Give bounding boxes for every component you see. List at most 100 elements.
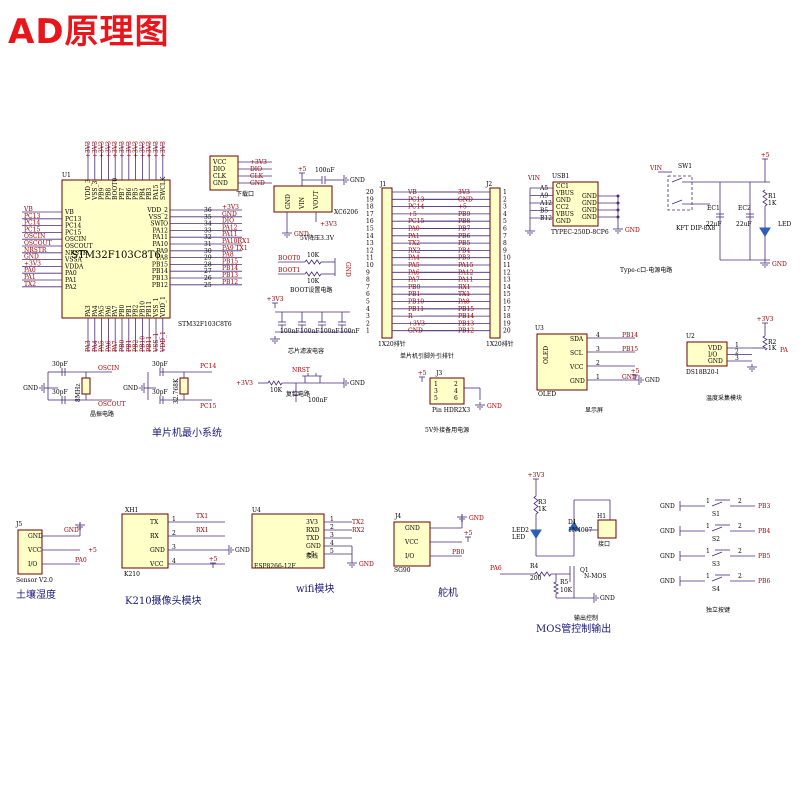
ds18b20-r-ref: R2: [768, 339, 777, 346]
download-net-label: +3V3: [250, 159, 267, 166]
power-net-label: +5: [464, 530, 473, 537]
j1-pin-number: 6: [366, 291, 370, 298]
mos-r5-ref: R5: [560, 579, 569, 586]
usb-ref: USB1: [552, 173, 569, 180]
crystal-cap-value: 30pF: [52, 389, 68, 396]
j1-net-label: PA0: [408, 226, 420, 233]
mcu-net-label: +3V3: [92, 141, 99, 158]
j1-net-label: RX2: [408, 247, 421, 254]
j1-ref: J1: [379, 181, 386, 188]
servo-part: SG90: [394, 567, 411, 574]
servo-body: [393, 521, 431, 567]
j2-net-label: 3V3: [458, 189, 470, 196]
power-switch-contact: [671, 177, 683, 183]
key-pin-number: 1: [706, 498, 710, 505]
main-crystal-frequency: 8MHz: [75, 384, 82, 402]
r1-ref: R1: [768, 193, 776, 200]
j1-pin-number: 16: [366, 218, 374, 225]
rtc-crystal-frequency: 32.768K: [173, 378, 180, 404]
mcu-pin-name: PB0: [119, 305, 126, 317]
key-ref: S2: [712, 536, 720, 543]
mcu-net-label: +3V3: [126, 141, 133, 158]
j1-net-label: PC13: [408, 196, 424, 203]
servo-io-net: PB0: [452, 549, 464, 556]
mcu-pin-number: 34: [204, 221, 212, 228]
mcu-pin-name: OSCOUT: [65, 243, 93, 250]
mcu-net-label: PB13: [222, 272, 238, 279]
mcu-pin-number: 35: [204, 214, 212, 221]
wifi-pin-number: 1: [330, 516, 334, 523]
j2-pin-number: 8: [503, 240, 507, 247]
wifi-pin-name: GND: [306, 543, 321, 550]
usb-pin-name: GND: [556, 197, 571, 204]
crystal-cap-value: 30pF: [52, 361, 68, 368]
j2-net-label: RX1: [458, 284, 471, 291]
j2-pin-number: 19: [503, 320, 511, 327]
mos-h1-ref: H1: [597, 513, 606, 520]
mcu-pin-number: 28: [204, 261, 212, 268]
oled-body: [536, 333, 588, 391]
power-net-label: +5: [418, 370, 427, 377]
ext-pin-number: 2: [454, 381, 458, 388]
soil-pin-name: GND: [28, 533, 43, 540]
k210-pin-number: 1: [172, 516, 176, 523]
j1-pin-number: 20: [366, 189, 374, 196]
rtc-crystal: [179, 377, 189, 395]
power-switch-contact: [671, 199, 683, 205]
mos-r3-value: 1K: [538, 506, 547, 513]
j1-net-label: +5: [408, 211, 417, 218]
regulator-pin-name: GND: [285, 194, 292, 209]
mcu-net-label: PB14: [222, 265, 238, 272]
mcu-net-label: VSS_1: [153, 333, 160, 353]
wifi-net-label: RX2: [352, 527, 365, 534]
wifi-pin-name: TXD: [306, 535, 319, 542]
key-net-label: PB4: [758, 528, 770, 535]
mcu-pin-name: VDDA: [64, 263, 84, 270]
mos-r5-value: 10K: [560, 587, 573, 594]
j1-pin-number: 18: [366, 204, 374, 211]
j2-pin-number: 11: [503, 262, 511, 269]
power-net-label: +3V3: [528, 472, 545, 479]
j2-net-label: PB7: [458, 226, 470, 233]
power-led-label: LED: [778, 221, 791, 228]
mcu-net-label: +3V3: [153, 141, 160, 158]
power-switch-part: KFT DIP-8X8: [676, 225, 716, 232]
mcu-pin-name: PB11: [146, 301, 153, 317]
k210-pin-number: 4: [172, 558, 176, 565]
j2-net-label: PB3: [458, 255, 470, 262]
mcu-pin-name: PB2: [133, 305, 140, 317]
j1-pin-number: 11: [366, 255, 374, 262]
mcu-pin-name: PA15: [153, 184, 160, 200]
wifi-note: 接线: [306, 552, 318, 560]
power-switch-body: [667, 175, 693, 211]
j2-pin-number: 18: [503, 313, 511, 320]
k210-body: [121, 513, 169, 569]
key-gnd-label: GND: [660, 553, 675, 560]
j2-pin-number: 7: [503, 233, 507, 240]
regulator-body: [273, 185, 333, 213]
j1-pin-number: 12: [366, 247, 374, 254]
key-gnd-label: GND: [660, 578, 675, 585]
reset-cap-value: 100nF: [308, 397, 327, 404]
j2-net-label: PB6: [458, 233, 470, 240]
power-net-label: +5: [209, 556, 218, 563]
mcu-net-label: GND: [24, 254, 39, 261]
servo-pin-name: GND: [405, 525, 420, 532]
mcu-net-label: +3V3: [105, 141, 112, 158]
j2-pin-number: 13: [503, 277, 511, 284]
wifi-pin-number: 4: [330, 540, 334, 547]
j1-pin-number: 3: [366, 313, 370, 320]
mcu-net-label: PB2: [133, 340, 140, 352]
key-pin-number: 2: [738, 573, 742, 580]
soil-part: Sensor V2.0: [16, 577, 53, 584]
j2-net-label: PA8: [458, 299, 470, 306]
mcu-pin-name: VSSA: [64, 257, 82, 264]
mcu-pin-number: 32: [204, 234, 212, 241]
mcu-pin-name: PB13: [152, 275, 168, 282]
servo-gnd: GND: [469, 515, 484, 522]
gnd-label: GND: [350, 177, 365, 184]
ext-pin-number: 1: [434, 381, 438, 388]
ec1-value: 22uF: [706, 221, 722, 228]
mcu-net-label: PA5: [99, 340, 106, 352]
usb-gnd-right: GND: [625, 227, 640, 234]
